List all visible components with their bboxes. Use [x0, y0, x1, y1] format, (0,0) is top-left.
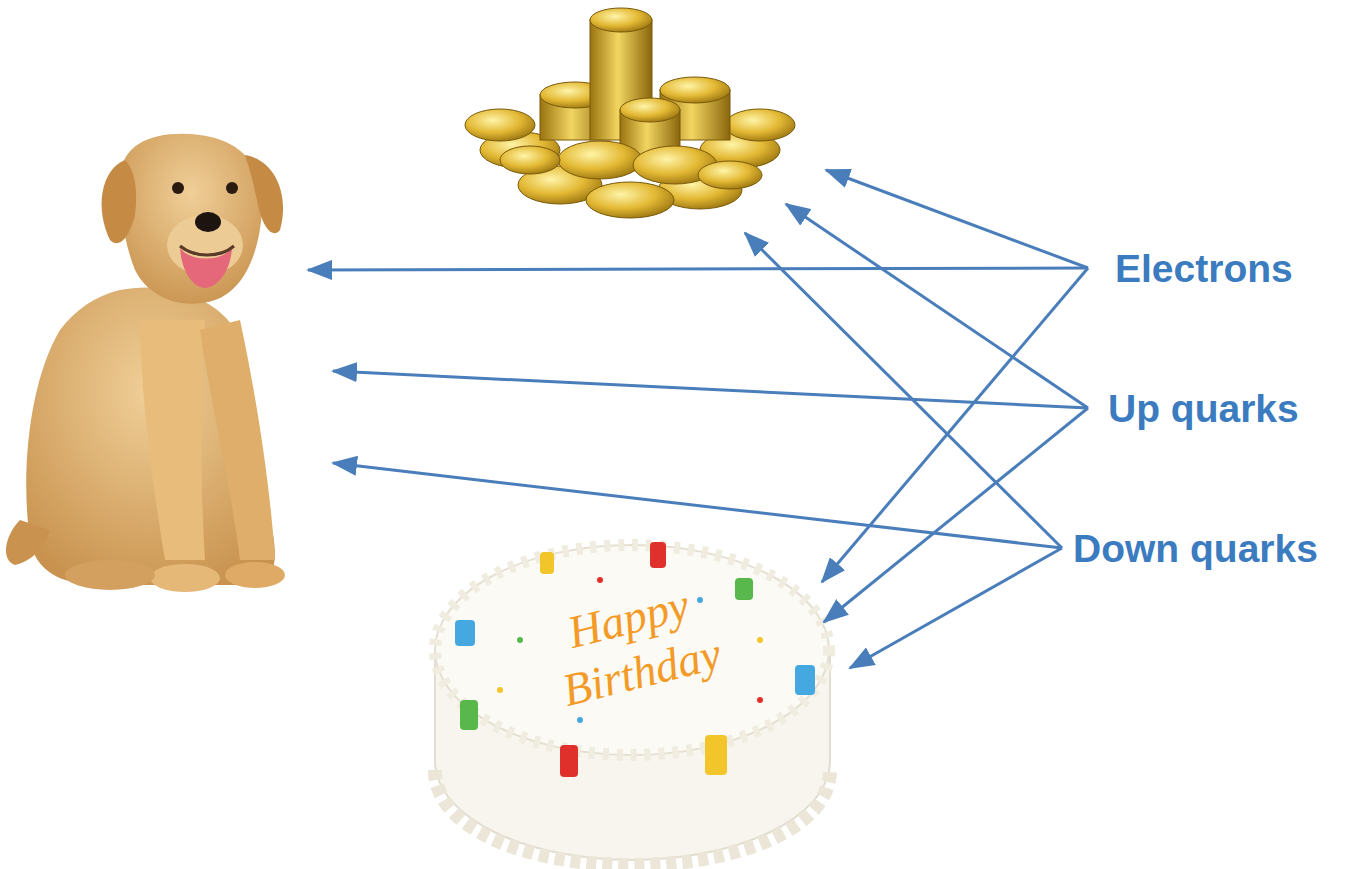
dog-illustration-part — [172, 182, 184, 194]
pointer-arrows-part — [333, 463, 1062, 548]
birthday-cake-part — [705, 735, 727, 775]
birthday-cake-part — [455, 620, 475, 646]
pointer-arrows-part — [786, 204, 1088, 408]
birthday-cake — [435, 542, 830, 865]
dog-illustration-part — [140, 320, 205, 560]
pointer-arrows — [308, 170, 1088, 668]
birthday-cake-part — [597, 577, 603, 583]
dog-illustration-part — [195, 212, 221, 232]
birthday-cake-part — [435, 545, 829, 755]
birthday-cake-part — [795, 665, 815, 695]
birthday-cake-part — [460, 700, 478, 730]
dog-illustration-part — [102, 160, 137, 243]
birthday-cake-part — [560, 745, 578, 777]
gold-coins-part — [558, 141, 642, 179]
dog-illustration-part — [225, 562, 285, 588]
birthday-cake-part — [757, 697, 763, 703]
gold-coins-part — [465, 109, 535, 141]
pointer-arrows-part — [824, 408, 1088, 622]
gold-coins-part — [620, 98, 680, 122]
birthday-cake-part — [697, 597, 703, 603]
birthday-cake-part — [757, 637, 763, 643]
gold-coins-part — [500, 146, 560, 174]
gold-coins-part — [725, 109, 795, 141]
gold-coins — [465, 8, 795, 218]
birthday-cake-part — [435, 545, 829, 755]
birthday-cake-part — [517, 637, 523, 643]
dog-illustration-part — [226, 182, 238, 194]
birthday-cake-part — [540, 552, 554, 574]
birthday-cake-part — [735, 578, 753, 600]
dog-illustration-part — [245, 155, 283, 233]
gold-coins-part — [586, 182, 674, 218]
pointer-arrows-part — [826, 170, 1088, 268]
dog-illustration — [6, 134, 285, 592]
dog-illustration-part — [26, 287, 275, 585]
gold-coins-part — [590, 8, 652, 32]
birthday-cake-part — [577, 717, 583, 723]
pointer-arrows-part — [308, 268, 1088, 270]
dog-illustration-part — [200, 320, 275, 560]
gold-coins-part — [698, 161, 762, 189]
dog-illustration-part — [120, 134, 262, 304]
dog-illustration-part — [65, 560, 155, 590]
particle-label: Electrons — [1115, 249, 1293, 288]
pointer-arrows-part — [745, 233, 1062, 548]
birthday-cake-part — [497, 687, 503, 693]
dog-illustration-part — [150, 564, 220, 592]
particle-label: Up quarks — [1108, 389, 1299, 428]
pointer-arrows-part — [333, 371, 1088, 408]
dog-illustration-part — [6, 520, 50, 565]
birthday-cake-part — [435, 770, 830, 865]
gold-coins-part — [660, 77, 730, 103]
pointer-arrows-part — [850, 548, 1062, 668]
particle-label: Down quarks — [1073, 529, 1318, 568]
dog-illustration-part — [180, 246, 234, 255]
birthday-cake-part — [650, 542, 666, 568]
